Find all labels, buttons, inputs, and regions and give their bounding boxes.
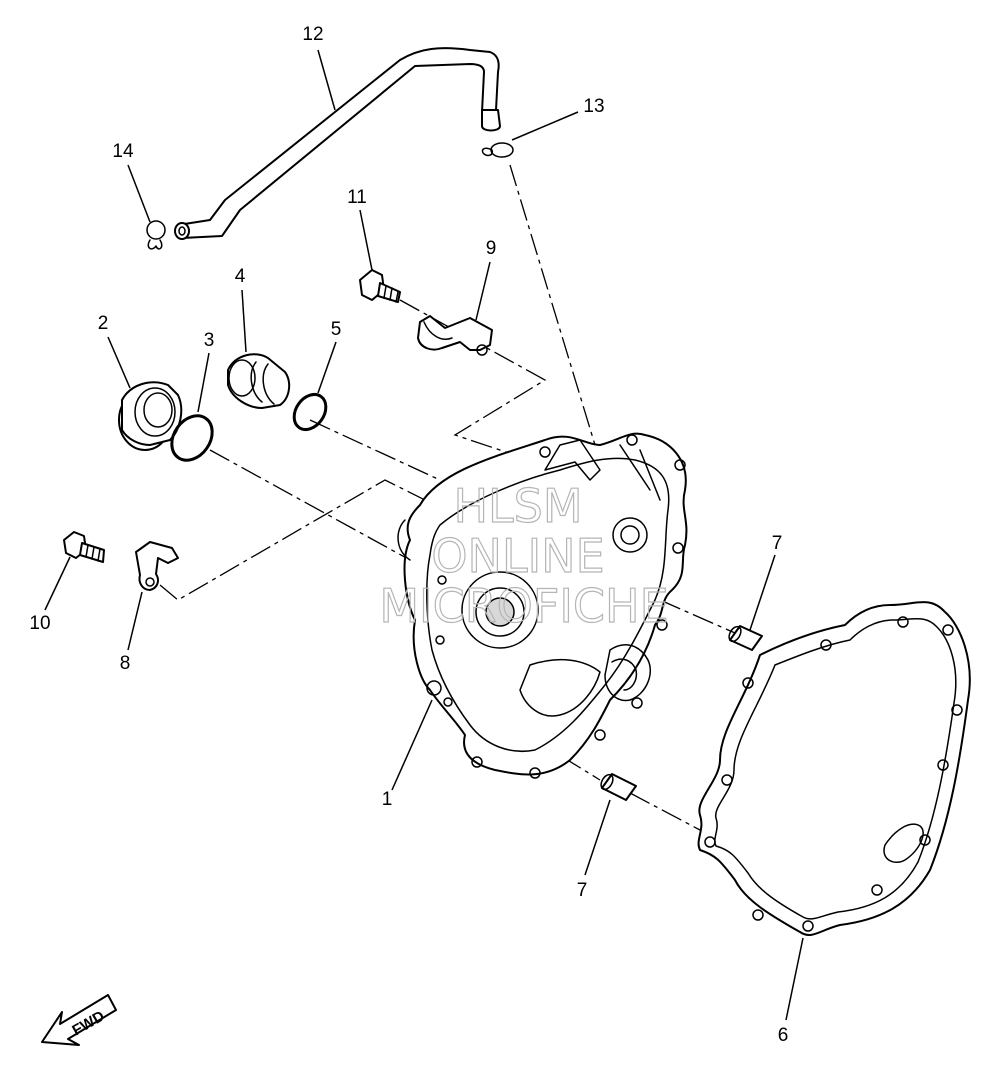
plug-part-4[interactable] — [227, 353, 291, 409]
watermark: HLSM ONLINE MICROFICHE — [379, 478, 670, 633]
callout-7-upper: 7 — [772, 533, 783, 554]
callout-13: 13 — [583, 96, 604, 117]
callout-4: 4 — [235, 266, 246, 287]
callout-12: 12 — [302, 24, 323, 45]
hose-clip-part-13[interactable] — [481, 142, 514, 158]
callout-1: 1 — [382, 789, 393, 810]
watermark-line-3: MICROFICHE — [379, 579, 668, 633]
callout-6: 6 — [778, 1025, 789, 1046]
clamp-part-8[interactable] — [135, 541, 179, 591]
breather-hose-part-12[interactable] — [174, 47, 501, 240]
callout-numbers: 1 2 3 4 5 6 7 7 8 9 10 11 12 13 14 — [29, 24, 788, 1046]
gasket-part-6[interactable] — [697, 601, 971, 936]
crankcase-cover-part-1[interactable] — [397, 432, 688, 779]
bolt-part-10[interactable] — [63, 531, 105, 563]
watermark-line-1: HLSM — [453, 479, 582, 533]
callout-5: 5 — [331, 319, 342, 340]
callout-14: 14 — [112, 141, 134, 162]
leader-lines — [44, 49, 804, 1021]
callout-10: 10 — [29, 613, 50, 634]
dowel-pin-part-7-lower[interactable] — [599, 773, 637, 801]
callout-11: 11 — [347, 187, 367, 208]
dowel-pin-part-7-upper[interactable] — [727, 625, 763, 651]
clamp-part-9[interactable] — [417, 315, 493, 356]
o-ring-part-3[interactable] — [163, 408, 220, 468]
callout-2: 2 — [98, 313, 109, 334]
hose-clip-part-14[interactable] — [146, 220, 166, 250]
fwd-direction-arrow: FWD — [41, 994, 117, 1046]
callout-9: 9 — [486, 238, 497, 259]
bolt-part-11[interactable] — [359, 269, 401, 303]
watermark-line-2: ONLINE — [431, 529, 604, 583]
callout-3: 3 — [204, 330, 215, 351]
o-ring-part-5[interactable] — [288, 388, 333, 435]
callout-8: 8 — [120, 653, 131, 674]
plug-part-2[interactable] — [118, 381, 183, 451]
callout-7-lower: 7 — [577, 880, 588, 901]
